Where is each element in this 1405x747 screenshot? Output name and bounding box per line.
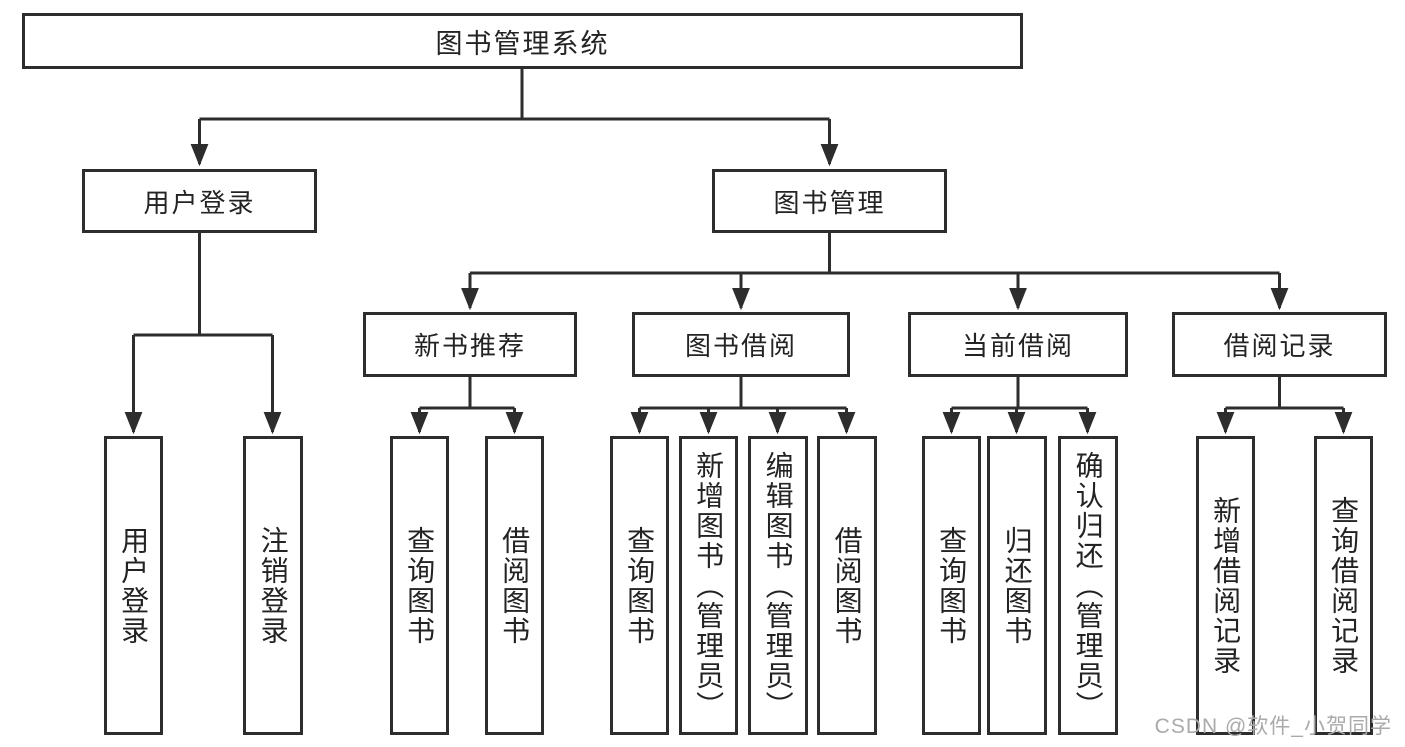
leaf-add-book-admin-label: 新增图书（管理员） — [693, 450, 725, 721]
leaf-logout-label: 注销登录 — [257, 525, 289, 646]
node-library-system: 图书管理系统 — [22, 13, 1023, 69]
leaf-query-books-recommend-label: 查询图书 — [404, 525, 436, 646]
leaf-return-book: 归还图书 — [987, 436, 1047, 735]
leaf-borrow-books-borrowing-label: 借阅图书 — [831, 525, 863, 646]
node-book-management-label: 图书管理 — [773, 187, 886, 218]
leaf-edit-book-admin: 编辑图书（管理员） — [748, 436, 808, 735]
leaf-query-borrow-record-label: 查询借阅记录 — [1328, 495, 1360, 676]
leaf-query-books-current: 查询图书 — [922, 436, 981, 735]
leaf-borrow-books-recommend: 借阅图书 — [485, 436, 544, 735]
node-new-book-recommend: 新书推荐 — [363, 312, 577, 377]
leaf-edit-book-admin-label: 编辑图书（管理员） — [762, 450, 794, 721]
leaf-add-book-admin: 新增图书（管理员） — [679, 436, 738, 735]
leaf-user-login-label: 用户登录 — [118, 525, 150, 646]
node-current-borrowing-label: 当前借阅 — [961, 331, 1074, 361]
watermark-text: CSDN @软件_小贺同学 — [1154, 715, 1392, 738]
leaf-borrow-books-recommend-label: 借阅图书 — [499, 525, 531, 646]
leaf-query-books-recommend: 查询图书 — [390, 436, 449, 735]
node-user-login: 用户登录 — [82, 169, 317, 233]
node-book-borrowing: 图书借阅 — [632, 312, 850, 377]
leaf-add-borrow-record-label: 新增借阅记录 — [1210, 495, 1242, 676]
leaf-add-borrow-record: 新增借阅记录 — [1196, 436, 1255, 735]
leaf-confirm-return-admin-label: 确认归还（管理员） — [1072, 450, 1104, 721]
node-book-borrowing-label: 图书借阅 — [684, 331, 797, 361]
node-book-management: 图书管理 — [712, 169, 947, 233]
node-borrowing-records-label: 借阅记录 — [1223, 331, 1336, 361]
node-user-login-label: 用户登录 — [143, 187, 256, 218]
leaf-query-books-current-label: 查询图书 — [936, 525, 968, 646]
leaf-query-borrow-record: 查询借阅记录 — [1314, 436, 1373, 735]
node-current-borrowing: 当前借阅 — [908, 312, 1128, 377]
leaf-borrow-books-borrowing: 借阅图书 — [817, 436, 877, 735]
leaf-logout: 注销登录 — [243, 436, 303, 735]
leaf-confirm-return-admin: 确认归还（管理员） — [1058, 436, 1118, 735]
leaf-user-login: 用户登录 — [104, 436, 163, 735]
leaf-query-books-borrowing: 查询图书 — [610, 436, 669, 735]
leaf-query-books-borrowing-label: 查询图书 — [624, 525, 656, 646]
node-library-system-label: 图书管理系统 — [435, 28, 610, 59]
node-borrowing-records: 借阅记录 — [1172, 312, 1387, 377]
leaf-return-book-label: 归还图书 — [1001, 525, 1033, 646]
node-new-book-recommend-label: 新书推荐 — [413, 331, 526, 361]
